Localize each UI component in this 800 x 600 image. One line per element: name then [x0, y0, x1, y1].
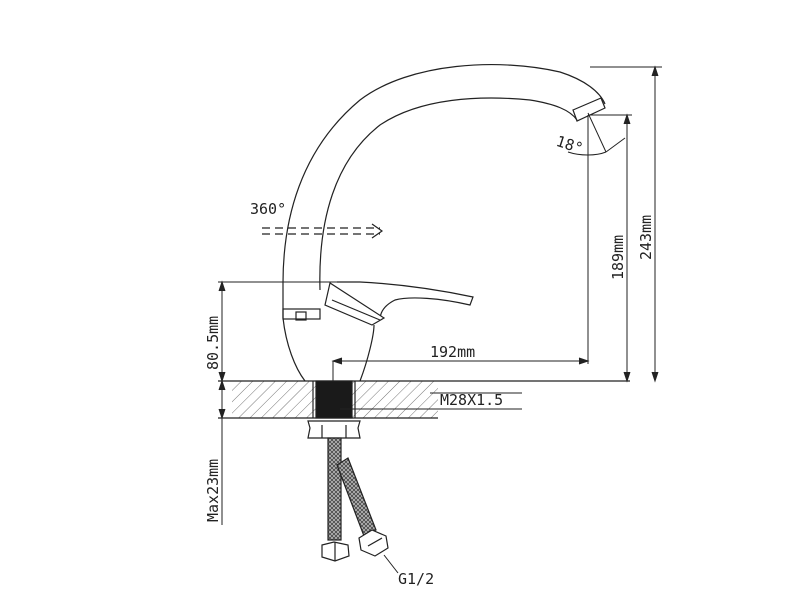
dim-192 — [331, 115, 590, 381]
aerator-tip — [572, 97, 606, 122]
total-height-label: 243mm — [637, 215, 655, 260]
lever-handle — [324, 281, 474, 326]
rotation-arrows — [262, 223, 384, 239]
hose-thread-label: G1/2 — [398, 570, 434, 588]
threaded-shank — [315, 380, 353, 419]
spout-reach-label: 192mm — [430, 343, 475, 361]
thread-leader — [340, 392, 522, 410]
mounting-nut — [307, 420, 361, 439]
max-counter-label: Max23mm — [204, 459, 222, 522]
spout-angle-label: 18° — [554, 132, 585, 157]
dim-243 — [590, 65, 662, 383]
dim-189 — [588, 113, 632, 383]
faucet-body — [282, 63, 606, 382]
supply-hoses — [321, 437, 399, 574]
rotation-label: 360° — [250, 200, 286, 218]
body-height-label: 80.5mm — [204, 316, 222, 370]
dim-max23 — [218, 379, 226, 525]
thread-label: M28X1.5 — [440, 391, 503, 409]
dim-80-5 — [218, 280, 340, 383]
countertop — [218, 380, 630, 419]
spout-height-label: 189mm — [609, 235, 627, 280]
